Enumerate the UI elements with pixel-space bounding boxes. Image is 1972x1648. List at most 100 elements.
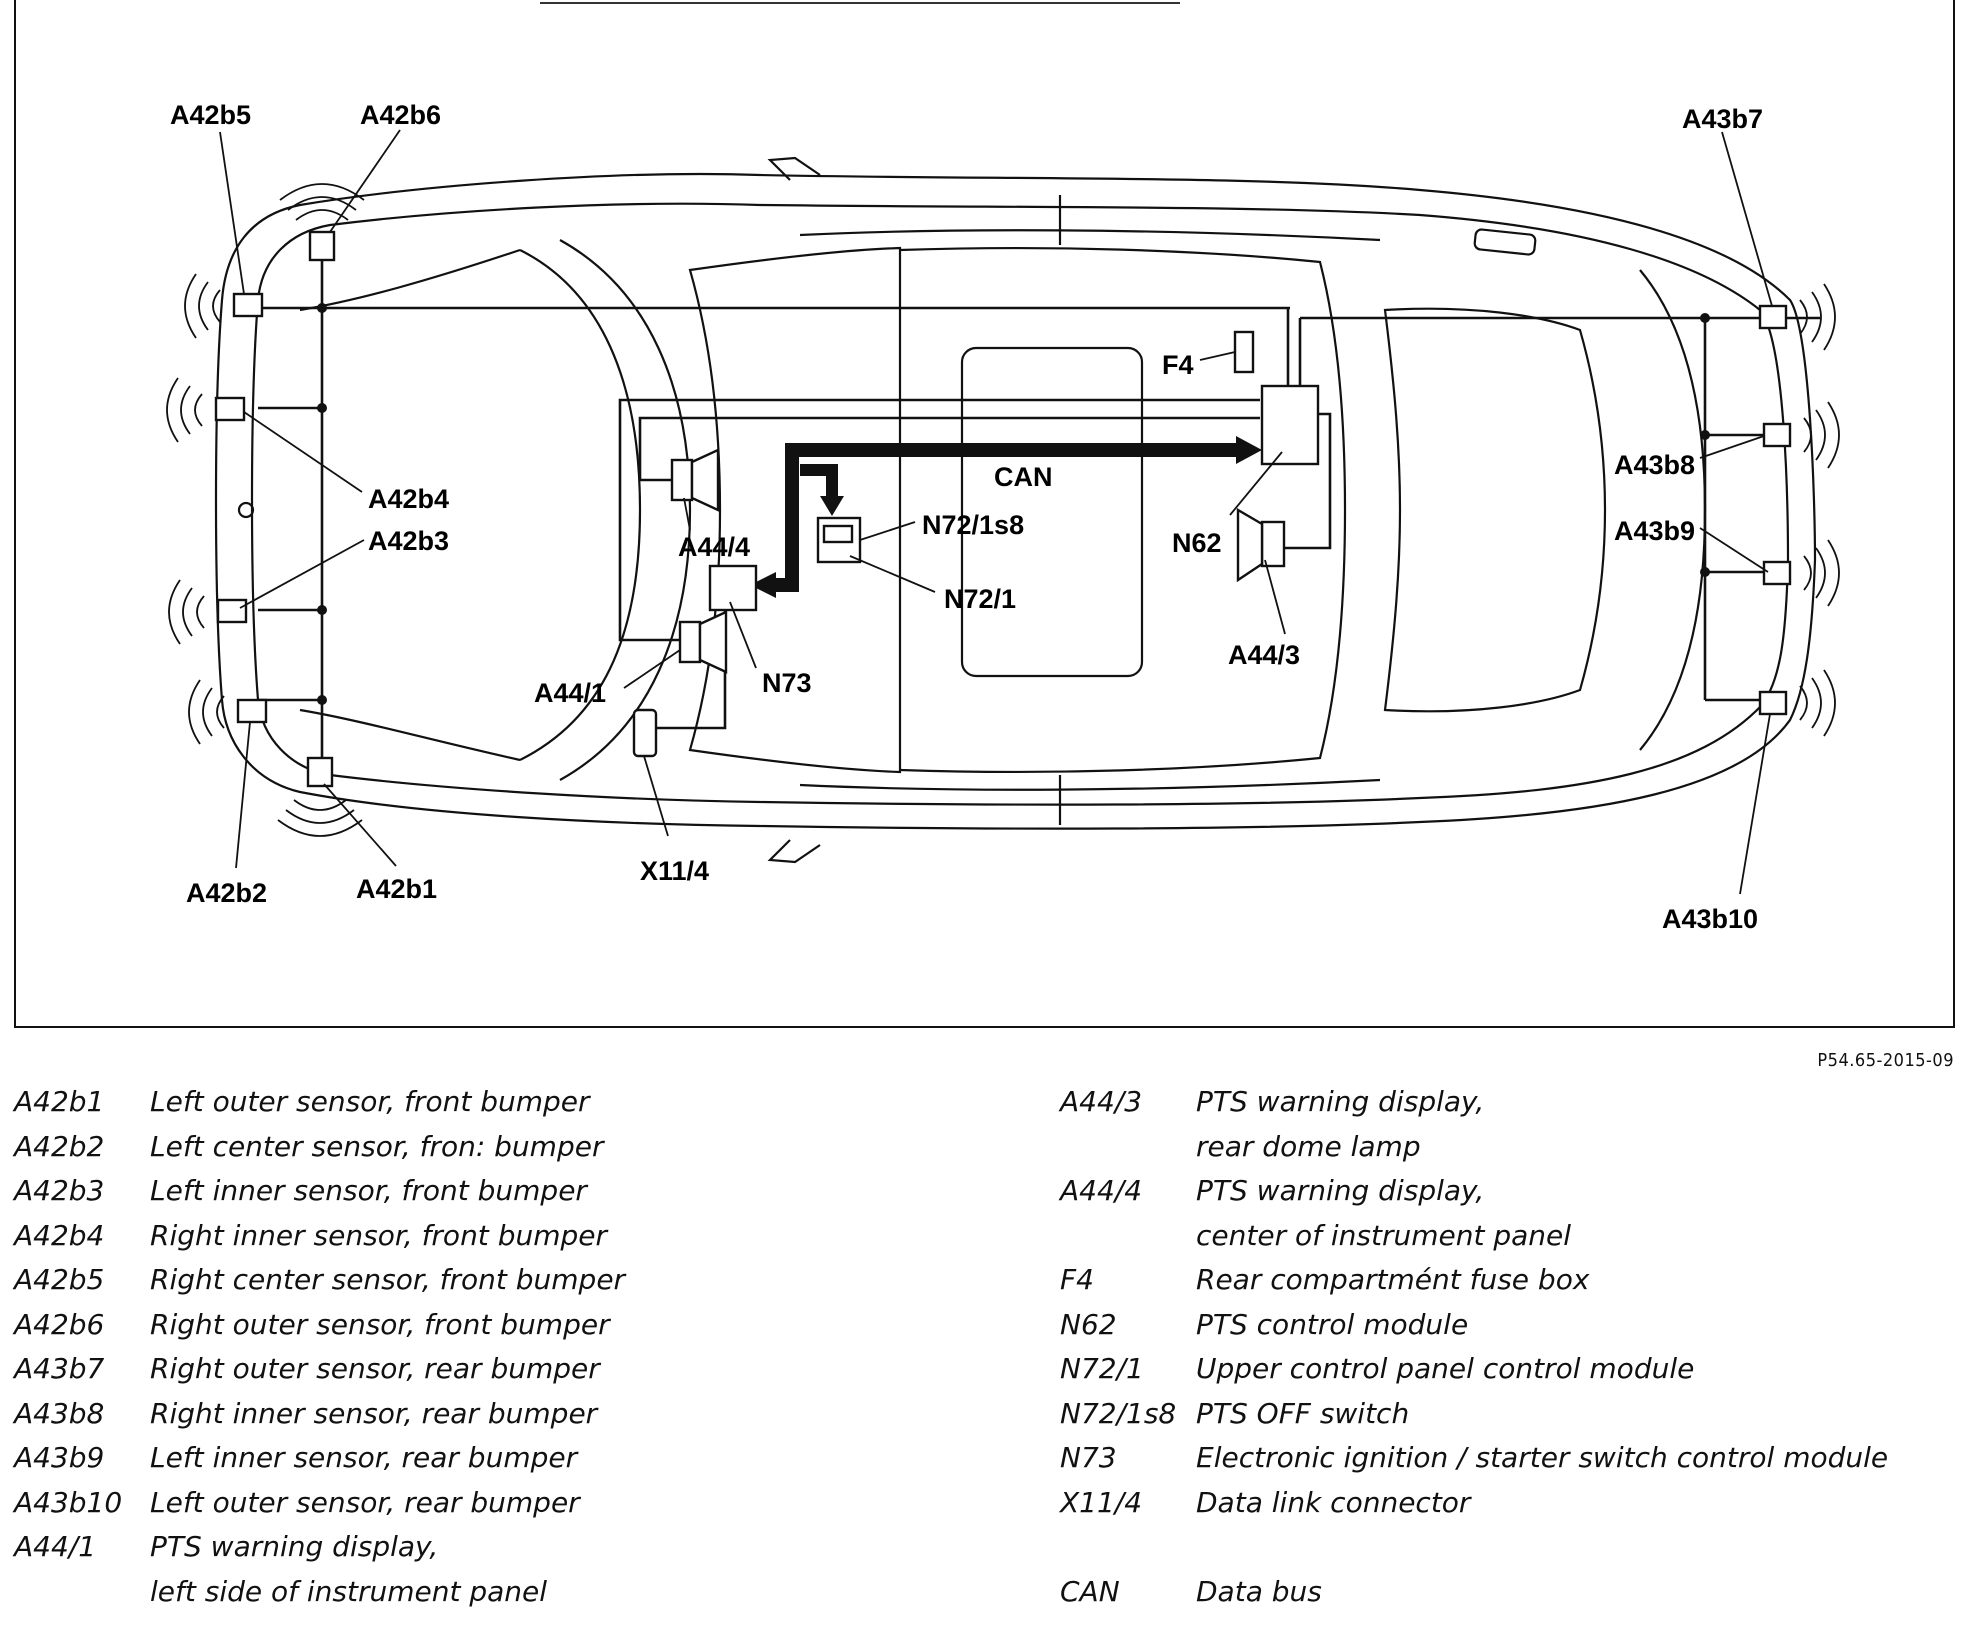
figure-id: P54.65-2015-09: [1817, 1050, 1954, 1071]
junction-dots: [317, 303, 1710, 705]
legend-code: A43b10: [14, 1485, 123, 1519]
a42b6-sensor: [308, 230, 336, 262]
legend-row: X11/4 Data link connector: [1060, 1481, 1960, 1526]
legend-code: A42b1: [14, 1085, 105, 1118]
legend-code: [1060, 1214, 1196, 1259]
label-a43b8: A43b8: [1614, 450, 1695, 480]
label-a42b5: A42b5: [170, 100, 251, 130]
a42b2-sensor: [236, 698, 268, 724]
top-rule: [540, 2, 1180, 4]
legend-row: A42b1 Left outer sensor, front bumper: [14, 1080, 734, 1125]
legend-code: A43b8: [14, 1396, 105, 1430]
a42b1-sensor: [306, 756, 334, 788]
legend-description: Data bus: [1196, 1574, 1322, 1608]
legend-code: A44/3: [1060, 1085, 1143, 1118]
a43b8-sensor: [1762, 422, 1792, 448]
legend-description: PTS warning display,: [1196, 1085, 1485, 1118]
a43b7-sensor: [1758, 304, 1788, 330]
legend-row: CAN Data bus: [1060, 1570, 1960, 1615]
legend-description: Right outer sensor, front bumper: [150, 1307, 610, 1341]
legend-row: N62 PTS control module: [1060, 1303, 1960, 1348]
label-x11-4: X11/4: [640, 856, 709, 886]
legend-code: A44/1: [14, 1530, 97, 1563]
legend-code: N73: [1060, 1441, 1117, 1474]
label-n62: N62: [1172, 528, 1222, 558]
legend-code: [1060, 1125, 1196, 1170]
legend-description: Left center sensor, fron: bumper: [150, 1129, 604, 1163]
legend-code: A43b7: [14, 1352, 105, 1385]
legend-description: Right inner sensor, rear bumper: [150, 1396, 598, 1430]
a42b5-sensor: [232, 292, 264, 318]
a44-4-speaker: [670, 448, 720, 512]
legend-description: Left inner sensor, rear bumper: [150, 1441, 578, 1474]
label-can: CAN: [994, 462, 1053, 492]
legend-description: Left inner sensor, front bumper: [150, 1174, 587, 1207]
legend-row: A43b7 Right outer sensor, rear bumper: [14, 1347, 734, 1392]
a43b9-sensor: [1762, 560, 1792, 586]
diagram-frame: [14, 0, 1955, 1028]
legend-row: rear dome lamp: [1060, 1125, 1960, 1170]
legend-description: PTS warning display,: [1196, 1174, 1485, 1207]
legend-code: F4: [1060, 1263, 1094, 1296]
legend-row: left side of instrument panel: [14, 1570, 734, 1615]
sensor-waves: [166, 183, 1840, 837]
label-a43b10: A43b10: [1662, 904, 1758, 934]
n62-module: [1260, 384, 1320, 466]
legend-row: A43b8 Right inner sensor, rear bumper: [14, 1392, 734, 1437]
legend-description: center of instrument panel: [1196, 1218, 1572, 1252]
legend-row: A44/1 PTS warning display,: [14, 1525, 734, 1570]
legend-description: Left outer sensor, front bumper: [150, 1085, 590, 1118]
legend-code: N62: [1060, 1307, 1117, 1341]
legend-code: A42b5: [14, 1263, 105, 1296]
can-bus: [750, 436, 1262, 598]
legend-code: N72/1s8: [1060, 1396, 1177, 1430]
legend-code: A42b2: [14, 1129, 105, 1163]
legend-row: A44/3 PTS warning display,: [1060, 1080, 1960, 1125]
a44-3-speaker: [1236, 507, 1286, 583]
legend-code: N72/1: [1060, 1352, 1144, 1385]
label-n72-1s8: N72/1s8: [922, 510, 1024, 540]
label-n72-1: N72/1: [944, 584, 1016, 614]
a44-1-speaker: [678, 610, 728, 674]
legend-description: Electronic ignition / starter switch con…: [1196, 1441, 1889, 1474]
label-a42b6: A42b6: [360, 100, 441, 130]
legend-description: PTS control module: [1196, 1307, 1469, 1341]
sensor-wiring: [248, 248, 1820, 770]
label-a43b9: A43b9: [1614, 516, 1695, 546]
legend-code: CAN: [1060, 1574, 1120, 1608]
vehicle-wiring-diagram: A42b5 A42b6 A43b7 A42b4 A42b3 A43b8 A43b…: [166, 100, 1840, 934]
label-a43b7: A43b7: [1682, 104, 1763, 134]
legend-description: Right center sensor, front bumper: [150, 1263, 626, 1296]
legend-description: Right outer sensor, rear bumper: [150, 1352, 600, 1385]
legend-description: left side of instrument panel: [150, 1574, 548, 1608]
x11-4-connector: [632, 708, 658, 758]
leader-lines: [219, 129, 1773, 895]
legend-description: Rear compartmént fuse box: [1196, 1263, 1590, 1296]
label-a42b3: A42b3: [368, 526, 449, 556]
label-a44-4: A44/4: [678, 532, 750, 562]
label-a42b1: A42b1: [356, 874, 437, 904]
a43b10-sensor: [1758, 690, 1788, 716]
legend-description: rear dome lamp: [1196, 1129, 1421, 1163]
legend-description: Data link connector: [1196, 1485, 1471, 1519]
legend-code: X11/4: [1060, 1485, 1143, 1519]
label-a42b2: A42b2: [186, 878, 267, 908]
legend-description: PTS warning display,: [150, 1530, 439, 1563]
legend-row: [1060, 1525, 1960, 1570]
legend-row: F4 Rear compartmént fuse box: [1060, 1258, 1960, 1303]
n72-1s8-switch: [822, 524, 854, 544]
legend-code: [1060, 1525, 1196, 1570]
label-a44-1: A44/1: [534, 678, 606, 708]
legend-row: N73 Electronic ignition / starter switch …: [1060, 1436, 1960, 1481]
label-f4: F4: [1162, 350, 1194, 380]
